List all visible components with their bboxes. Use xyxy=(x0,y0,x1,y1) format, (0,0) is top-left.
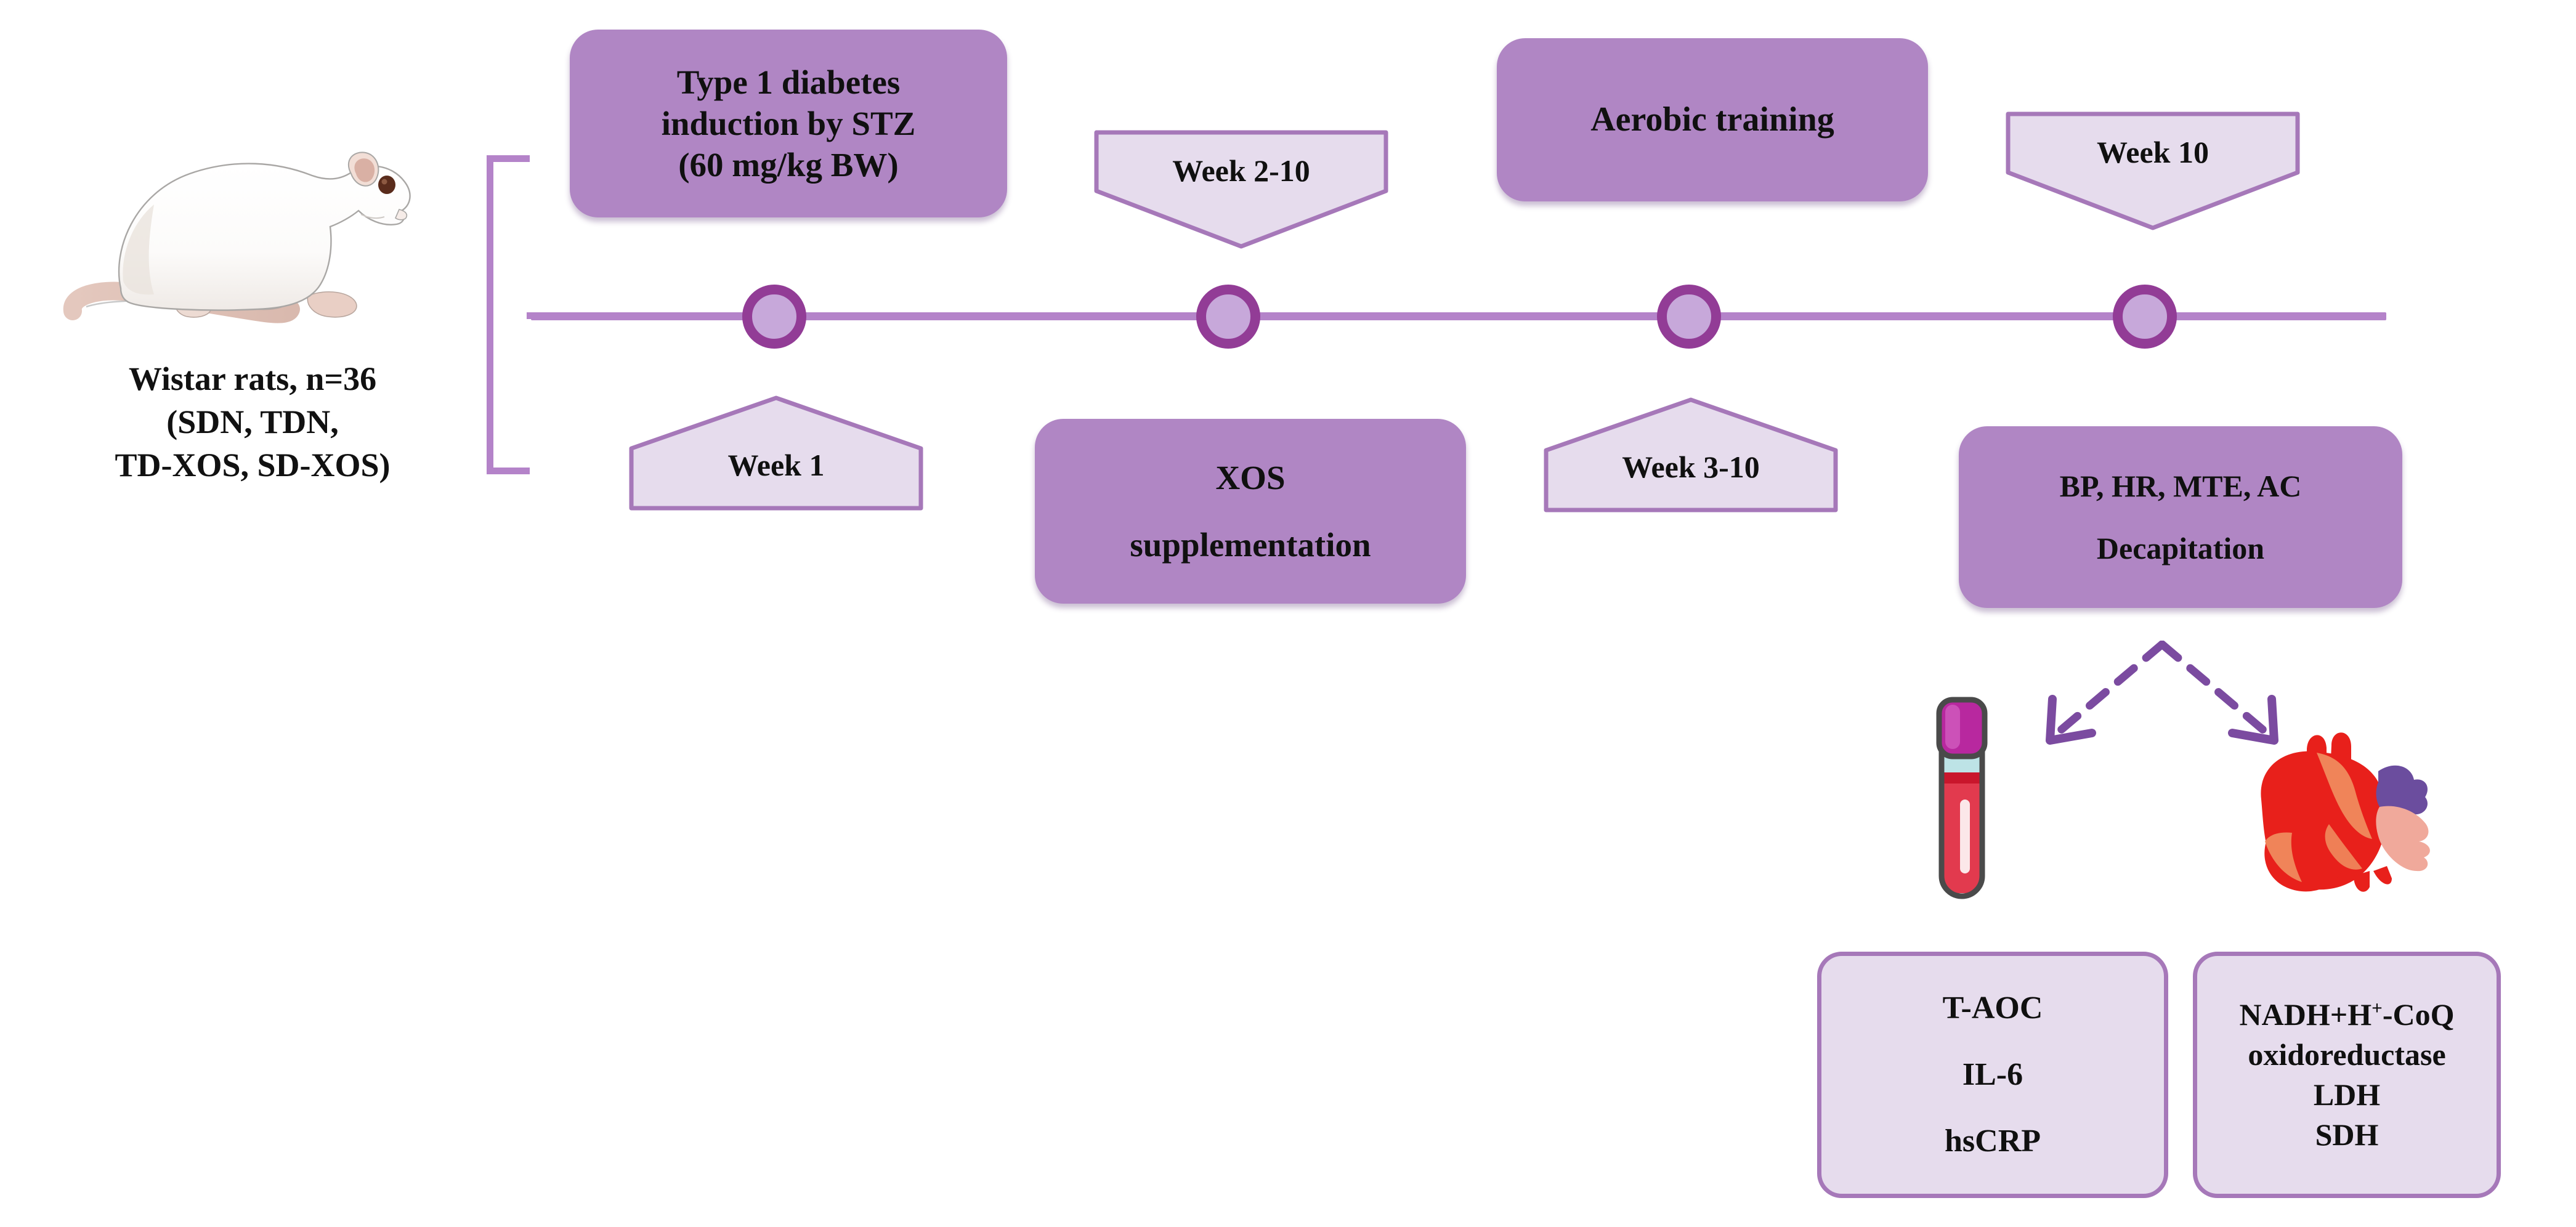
box-endpoint-measurements[interactable]: BP, HR, MTE, AC Decapitation xyxy=(1959,426,2402,608)
box-aerobic-training[interactable]: Aerobic training xyxy=(1497,38,1928,201)
timeline-node-week-3-10[interactable] xyxy=(1657,285,1721,349)
flag-week-1-label: Week 1 xyxy=(727,448,825,482)
stz-line-2: induction by STZ xyxy=(661,104,916,142)
stz-line-1: Type 1 diabetes xyxy=(676,63,901,101)
aerobic-line-1: Aerobic training xyxy=(1590,100,1834,139)
anatomical-heart-icon xyxy=(2233,721,2436,899)
box-xos-supplementation[interactable]: XOS supplementation xyxy=(1035,419,1466,604)
dashed-split-arrows-icon xyxy=(1977,640,2347,758)
timeline-node-week-2-10[interactable] xyxy=(1196,285,1260,349)
timeline-node-week-10[interactable] xyxy=(2113,285,2177,349)
box-blood-assays[interactable]: T-AOC IL-6 hsCRP xyxy=(1817,952,2168,1198)
subjects-label: Wistar rats, n=36 (SDN, TDN, TD-XOS, SD-… xyxy=(12,357,493,487)
subjects-line-3: TD-XOS, SD-XOS) xyxy=(115,447,391,484)
flag-week-3-10[interactable]: Week 3-10 xyxy=(1543,396,1839,513)
flag-week-10[interactable]: Week 10 xyxy=(2005,111,2301,231)
box-heart-assays[interactable]: NADH+H+-CoQ oxidoreductase LDH SDH xyxy=(2193,952,2501,1198)
heart-assay-1-suffix: -CoQ xyxy=(2382,997,2455,1032)
blood-assay-1: T-AOC xyxy=(1942,990,2043,1026)
heart-assay-1-superscript: + xyxy=(2371,997,2383,1019)
subjects-line-2: (SDN, TDN, xyxy=(166,403,339,441)
timeline-axis xyxy=(531,312,2386,320)
heart-assay-1-prefix: NADH+H xyxy=(2239,997,2372,1032)
flag-week-2-10[interactable]: Week 2-10 xyxy=(1093,129,1389,249)
heart-assay-1: NADH+H+-CoQ xyxy=(2240,996,2455,1034)
xos-line-2: supplementation xyxy=(1130,526,1371,564)
blood-collection-tube-icon xyxy=(1928,696,1996,899)
white-rat-illustration-icon xyxy=(62,142,444,345)
box-diabetes-induction[interactable]: Type 1 diabetes induction by STZ (60 mg/… xyxy=(570,30,1007,217)
heart-assay-3: LDH xyxy=(2313,1077,2381,1112)
xos-line-1: XOS xyxy=(1215,458,1286,496)
endpoints-line-2: Decapitation xyxy=(2096,530,2265,565)
endpoints-line-1: BP, HR, MTE, AC xyxy=(2059,468,2302,503)
flag-week-2-10-label: Week 2-10 xyxy=(1172,153,1310,188)
blood-assay-2: IL-6 xyxy=(1962,1057,2023,1092)
group-bracket xyxy=(487,155,530,474)
heart-assay-2: oxidoreductase xyxy=(2248,1037,2446,1072)
flag-week-3-10-label: Week 3-10 xyxy=(1622,450,1760,484)
flag-week-1[interactable]: Week 1 xyxy=(628,394,924,511)
subjects-line-1: Wistar rats, n=36 xyxy=(128,360,377,397)
flag-week-10-label: Week 10 xyxy=(2097,135,2209,169)
timeline-node-week-1[interactable] xyxy=(742,285,806,349)
blood-assay-3: hsCRP xyxy=(1944,1124,2041,1159)
stz-line-3: (60 mg/kg BW) xyxy=(678,146,899,184)
heart-assay-4: SDH xyxy=(2315,1117,2379,1152)
